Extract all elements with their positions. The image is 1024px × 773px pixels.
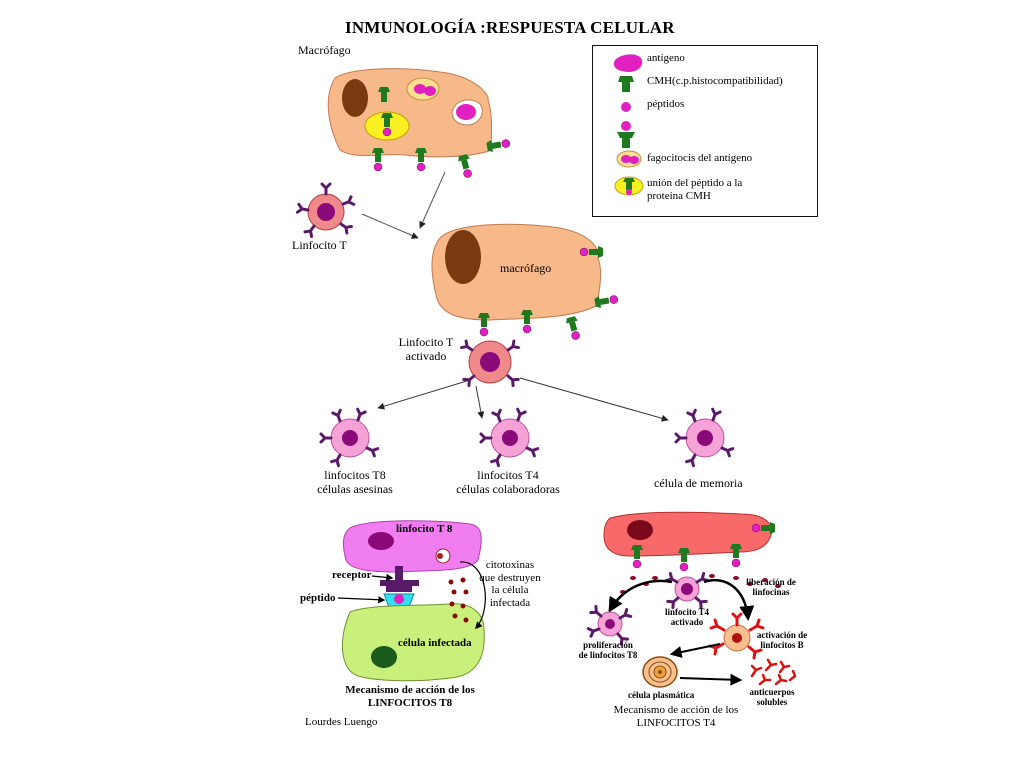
t4-caption: Mecanismo de acción de los LINFOCITOS T4 — [613, 704, 739, 729]
memory-cell — [674, 407, 735, 468]
legend-fagocitosis: fagocitocis del antígeno — [647, 152, 753, 164]
label-t4: linfocitos T4 células colaboradoras — [456, 468, 560, 496]
lymphocyte-t4 — [479, 407, 540, 468]
legend-icons — [613, 54, 644, 196]
t4-liberacion-label: liberación de linfocinas — [746, 577, 796, 598]
page-title: INMUNOLOGÍA :RESPUESTA CELULAR — [345, 18, 675, 37]
t4-proliferacion-label: proliferación de linfocitos T8 — [578, 640, 638, 661]
t4-mechanism-art — [586, 511, 797, 688]
lymphocyte-t-activado — [460, 339, 520, 387]
macrophage-middle — [431, 223, 620, 342]
legend-union-2: proteina CMH — [647, 190, 711, 202]
label-linfocito-t: Linfocito T — [292, 238, 347, 252]
lymphocyte-t — [295, 182, 356, 238]
label-macrofago: Macrófago — [298, 43, 351, 57]
arrow-macrophage — [419, 171, 446, 229]
legend-cmh: CMH(c.p.histocompatibilidad) — [647, 75, 783, 87]
legend-antigeno: antígeno — [647, 52, 685, 64]
t4-plasma-label: célula plasmática — [628, 690, 695, 700]
t8-receptor-label: receptor — [332, 569, 372, 581]
arrow-to-memoria — [519, 377, 669, 422]
lymphocyte-t8 — [319, 407, 380, 468]
legend-union-1: unión del péptido a la — [647, 177, 743, 189]
legend — [592, 45, 818, 217]
label-t8: linfocitos T8 células asesinas — [317, 468, 393, 496]
t8-cell-label: linfocito T 8 — [396, 523, 453, 535]
t8-citotoxinas-label: citotoxinas que destruyen la célula infe… — [479, 559, 541, 609]
legend-peptidos: péptidos — [647, 98, 685, 110]
t8-infected-label: célula infectada — [398, 637, 472, 649]
label-memoria: célula de memoria — [654, 476, 743, 490]
t4-activacion-b-label: activación de linfocitos B — [756, 630, 808, 651]
t8-caption: Mecanismo de acción de los LINFOCITOS T8 — [345, 684, 475, 709]
author-label: Lourdes Luengo — [305, 716, 378, 728]
arrow-lymphocyte — [361, 213, 419, 239]
label-linfocito-t-activado: Linfocito T activado — [398, 335, 454, 363]
macrophage-nucleus — [342, 79, 368, 117]
peptide-icon — [621, 102, 631, 112]
arrow-to-t4 — [475, 385, 485, 419]
macrophage-top — [327, 68, 512, 180]
arrow-to-t8 — [377, 379, 471, 410]
antigen-icon — [613, 54, 643, 72]
t4-anticuerpos-label: anticuerpos solubles — [749, 687, 795, 708]
label-macrofago-mid: macrófago — [500, 261, 552, 275]
t8-peptido-label: péptido — [300, 592, 336, 604]
t4-activado-label: linfocito T4 activado — [664, 607, 710, 628]
t8-mechanism-art — [337, 520, 486, 682]
